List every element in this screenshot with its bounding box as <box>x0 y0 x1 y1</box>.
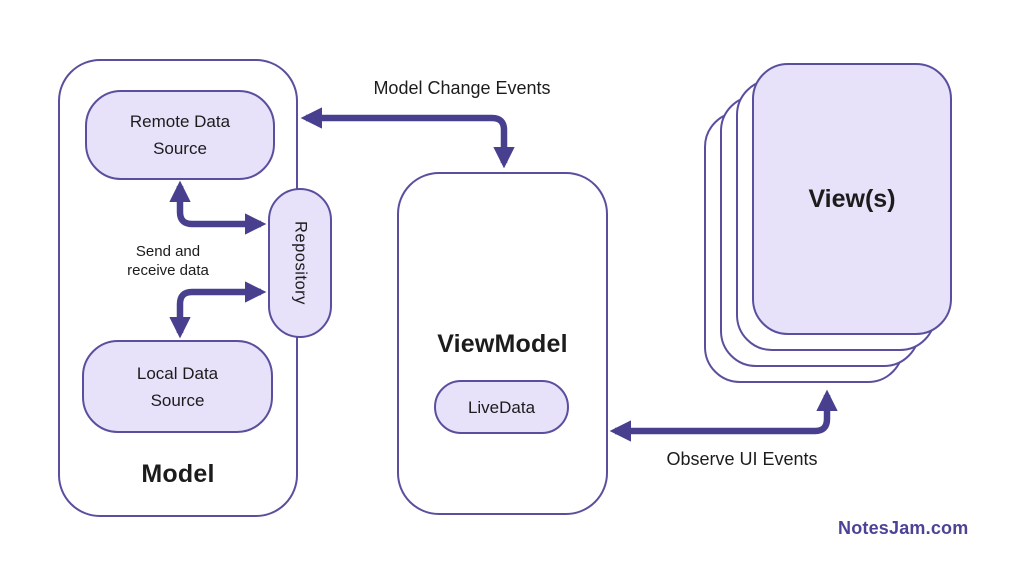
brand-watermark: NotesJam.com <box>838 518 969 538</box>
viewmodel-container: ViewModel LiveData <box>397 172 608 515</box>
local-data-source-node: Local Data Source <box>82 340 273 433</box>
model-title: Model <box>141 460 215 488</box>
viewmodel-views-arrow <box>609 389 838 442</box>
repository-label: Repository <box>291 221 310 305</box>
send-receive-note: Send and receive data <box>127 243 209 279</box>
observe-ui-events-label: Observe UI Events <box>666 449 818 469</box>
livedata-label: LiveData <box>467 397 536 417</box>
view-card-front: View(s) <box>752 63 952 335</box>
views-title: View(s) <box>808 184 896 213</box>
local-data-source-label: Local Data Source <box>136 363 219 410</box>
remote-data-source-label: Remote Data Source <box>129 112 231 158</box>
livedata-node: LiveData <box>434 380 569 434</box>
viewmodel-title: ViewModel <box>437 330 568 358</box>
model-viewmodel-arrow <box>300 107 515 169</box>
remote-data-source-node: Remote Data Source <box>85 90 275 180</box>
repository-node: Repository <box>268 188 332 338</box>
model-change-events-label: Model Change Events <box>373 78 551 98</box>
